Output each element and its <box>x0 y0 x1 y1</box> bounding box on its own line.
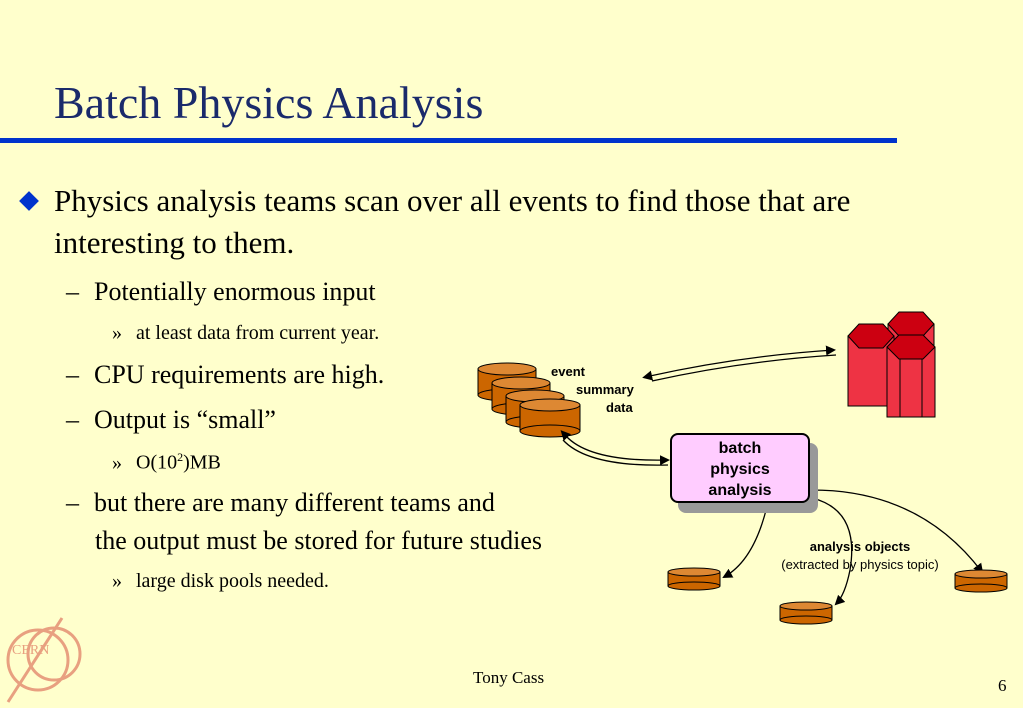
main-bullet: Physics analysis teams scan over all eve… <box>19 180 962 264</box>
cern-logo: CERN <box>6 617 82 703</box>
tape-silos <box>847 311 936 418</box>
detail-bullet-input: »at least data from current year. <box>112 322 380 344</box>
arrow-disks-silos <box>642 345 837 382</box>
output-disk-left <box>667 567 721 591</box>
sub-bullet-input: –Potentially enormous input <box>66 277 376 306</box>
data-label: data <box>606 400 633 415</box>
arrow-disks-batch <box>560 430 670 466</box>
sub-bullet-output: –Output is “small” <box>66 405 276 434</box>
sub-bullet-teams-cont: the output must be stored for future stu… <box>95 526 542 555</box>
title-divider <box>0 138 897 143</box>
silo-front <box>886 334 936 418</box>
summary-label: summary <box>576 382 634 397</box>
batch-physics-analysis-box: batch physics analysis <box>670 433 810 503</box>
sub-bullet-cpu: –CPU requirements are high. <box>66 360 385 389</box>
footer-author: Tony Cass <box>473 668 545 687</box>
output-disk-middle <box>779 601 833 625</box>
slide-title: Batch Physics Analysis <box>54 77 484 128</box>
sub-bullet-teams: –but there are many different teams and <box>66 488 495 517</box>
analysis-objects-label: analysis objects (extracted by physics t… <box>781 539 939 572</box>
output-disk-right <box>954 569 1008 593</box>
event-summary-disks <box>477 362 581 438</box>
detail-bullet-teams: »large disk pools needed. <box>112 570 329 592</box>
detail-bullet-output: »O(102)MB <box>112 450 221 474</box>
event-label: event <box>551 364 585 379</box>
cern-logo-text: CERN <box>12 643 49 658</box>
main-bullet-text: Physics analysis teams scan over all eve… <box>54 183 851 260</box>
page-number: 6 <box>998 676 1007 695</box>
silo-left <box>847 323 895 407</box>
output-arrows <box>722 489 984 606</box>
disk-4 <box>519 398 581 438</box>
